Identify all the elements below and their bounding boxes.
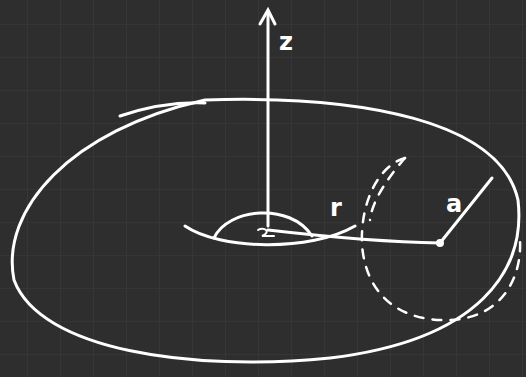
major-radius-line (268, 230, 440, 243)
minor-radius-line (440, 178, 492, 243)
cross-section-dashed-top (370, 158, 405, 220)
axis-label: z (279, 30, 293, 54)
z-arrowhead (260, 10, 275, 24)
axis-label: r (330, 196, 342, 220)
cross-section-dashed (362, 158, 520, 320)
axis-label: a (446, 192, 462, 216)
sketch-stroke (120, 103, 205, 116)
z-axis (267, 12, 270, 226)
torus-outline (12, 99, 519, 362)
